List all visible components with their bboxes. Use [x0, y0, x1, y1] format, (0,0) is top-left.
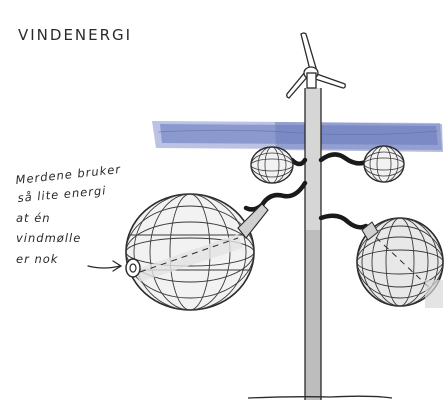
annotation-note: Merdene bruker så lite energi at én vind…: [15, 162, 122, 266]
note-line-2: så lite energi: [17, 183, 107, 205]
wind-turbine-tower: [305, 88, 321, 400]
wind-turbine-rotor: [287, 33, 346, 98]
fish-cage-small-right: [364, 146, 404, 182]
fish-cage-large-right: [357, 218, 443, 308]
fish-cage-large-left: [126, 194, 268, 310]
page-title: VINDENERGI: [18, 26, 132, 44]
note-line-5: er nok: [16, 252, 59, 266]
fish-cage-small-left: [251, 147, 293, 183]
water-surface: [152, 121, 443, 152]
arrow-icon: [88, 261, 121, 271]
note-line-1: Merdene bruker: [15, 162, 122, 187]
note-line-4: vindmølle: [16, 231, 81, 245]
note-line-3: at én: [16, 211, 51, 225]
